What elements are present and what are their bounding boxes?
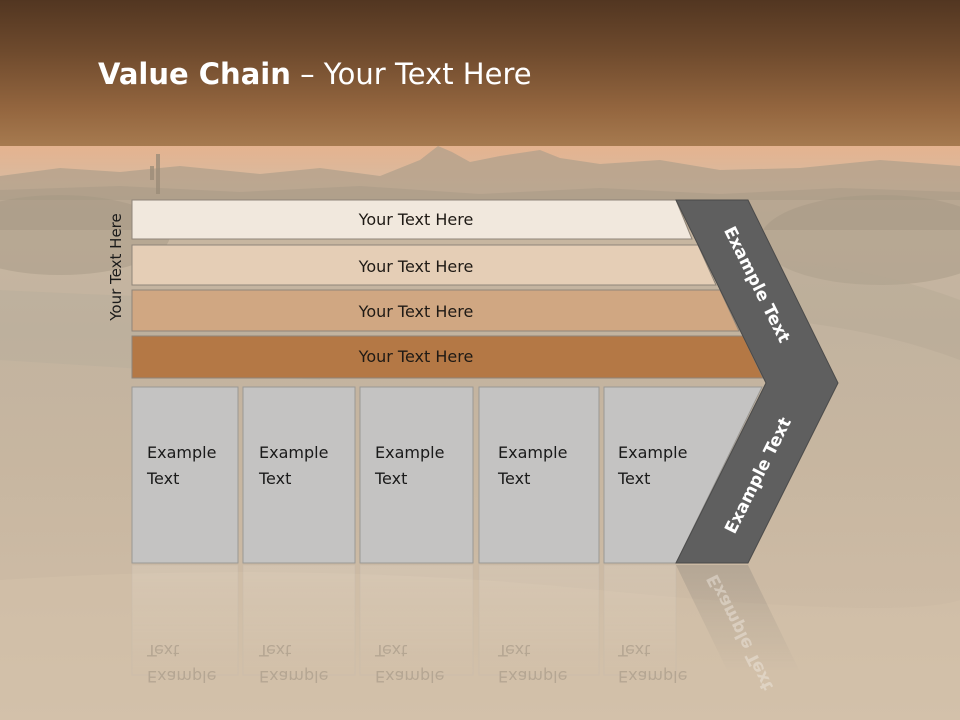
- page-title: Value Chain – Your Text Here: [98, 54, 532, 94]
- bar-2: Your Text Here: [131, 244, 717, 286]
- box-3: Example Text: [359, 386, 474, 564]
- box-5-reflection-line2: Text: [617, 641, 650, 660]
- box-1: Example Text: [131, 386, 239, 564]
- box-2-line2: Text: [258, 469, 291, 488]
- box-5-reflection-line1: Example: [618, 667, 687, 686]
- bar-1-shape: [131, 199, 693, 240]
- bar-4: Your Text Here: [131, 335, 764, 379]
- box-1-reflection-line1: Example: [147, 667, 216, 686]
- bar-2-label: Your Text Here: [358, 257, 474, 276]
- bar-3-shape: [131, 289, 740, 332]
- box-3-reflection-line2: Text: [374, 641, 407, 660]
- bar-2-shape: [131, 244, 717, 286]
- box-4-line2: Text: [497, 469, 530, 488]
- bar-1-label: Your Text Here: [358, 210, 474, 229]
- box-2: Example Text: [242, 386, 356, 564]
- bar-1: Your Text Here: [131, 199, 693, 240]
- box-4-reflection-line2: Text: [497, 641, 530, 660]
- box-3-shape: [359, 386, 474, 564]
- boxes-reflection: Example Text Example Text Example Text E…: [131, 564, 687, 686]
- box-2-shape: [242, 386, 356, 564]
- box-1-shape: [131, 386, 239, 564]
- box-3-line2: Text: [374, 469, 407, 488]
- header-band: [0, 0, 960, 146]
- box-4-reflection-line1: Example: [498, 667, 567, 686]
- box-1-line1: Example: [147, 443, 216, 462]
- bar-4-label: Your Text Here: [358, 347, 474, 366]
- bar-3: Your Text Here: [131, 289, 740, 332]
- box-4-shape: [478, 386, 600, 564]
- box-3-line1: Example: [375, 443, 444, 462]
- box-2-reflection-line2: Text: [258, 641, 291, 660]
- box-4: Example Text: [478, 386, 600, 564]
- box-5: Example Text: [603, 386, 763, 564]
- box-4-line1: Example: [498, 443, 567, 462]
- box-1-reflection-line2: Text: [146, 641, 179, 660]
- box-5-line2: Text: [617, 469, 650, 488]
- box-3-reflection-line1: Example: [375, 667, 444, 686]
- chevron-shape: [675, 199, 839, 564]
- title-bold: Value Chain: [98, 57, 291, 91]
- chevron-reflection: Example Text: [676, 565, 800, 694]
- bar-3-label: Your Text Here: [358, 302, 474, 321]
- box-5-line1: Example: [618, 443, 687, 462]
- box-2-line1: Example: [259, 443, 328, 462]
- box-2-reflection-line1: Example: [259, 667, 328, 686]
- box-1-line2: Text: [146, 469, 179, 488]
- title-rest: – Your Text Here: [290, 57, 532, 91]
